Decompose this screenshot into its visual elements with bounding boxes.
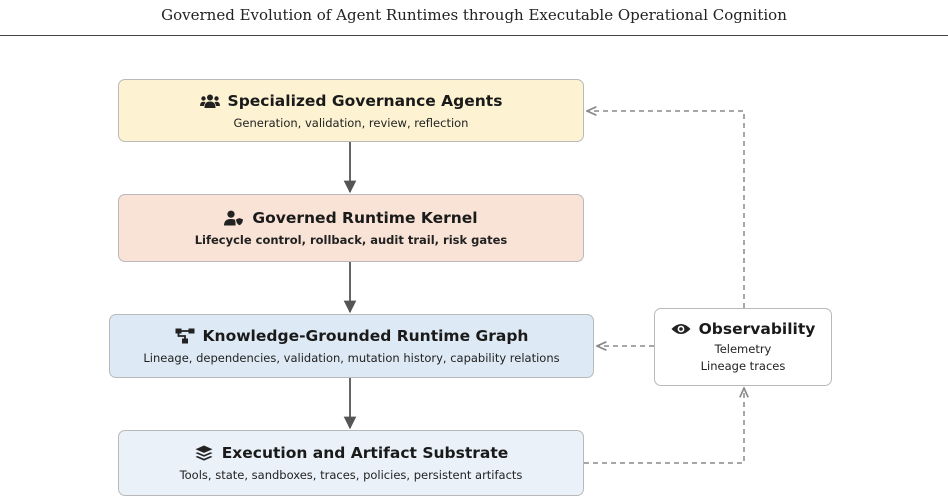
- runtime-graph-subtitle: Lineage, dependencies, validation, mutat…: [143, 351, 560, 365]
- runtime-graph-box: Knowledge-Grounded Runtime Graph Lineage…: [109, 314, 594, 378]
- governance-agents-box: Specialized Governance Agents Generation…: [118, 79, 584, 142]
- observability-telemetry: Telemetry: [714, 341, 772, 356]
- runtime-graph-title: Knowledge-Grounded Runtime Graph: [202, 327, 529, 345]
- runtime-kernel-box: Governed Runtime Kernel Lifecycle contro…: [118, 194, 584, 262]
- dashed-substrate-to-observability: [584, 388, 744, 464]
- users-icon: [199, 94, 220, 108]
- governance-agents-title: Specialized Governance Agents: [227, 91, 503, 110]
- eye-icon: [671, 323, 691, 334]
- governance-agents-subtitle: Generation, validation, review, reflecti…: [233, 115, 469, 130]
- layers-icon: [195, 445, 213, 461]
- artifact-substrate-subtitle: Tools, state, sandboxes, traces, policie…: [179, 468, 523, 482]
- runtime-kernel-title: Governed Runtime Kernel: [252, 209, 478, 227]
- observability-lineage-traces: Lineage traces: [700, 358, 786, 373]
- hierarchy-icon: [175, 328, 195, 344]
- artifact-substrate-title: Execution and Artifact Substrate: [221, 444, 509, 462]
- user-shield-icon: [224, 210, 245, 226]
- header-rule: [0, 35, 948, 36]
- artifact-substrate-box: Execution and Artifact Substrate Tools, …: [118, 430, 584, 496]
- observability-box: Observability Telemetry Lineage traces: [654, 308, 832, 386]
- dashed-observability-to-agents: [587, 111, 745, 308]
- observability-title: Observability: [698, 319, 816, 338]
- page-header: Governed Evolution of Agent Runtimes thr…: [161, 6, 787, 24]
- runtime-kernel-subtitle: Lifecycle control, rollback, audit trail…: [194, 233, 508, 247]
